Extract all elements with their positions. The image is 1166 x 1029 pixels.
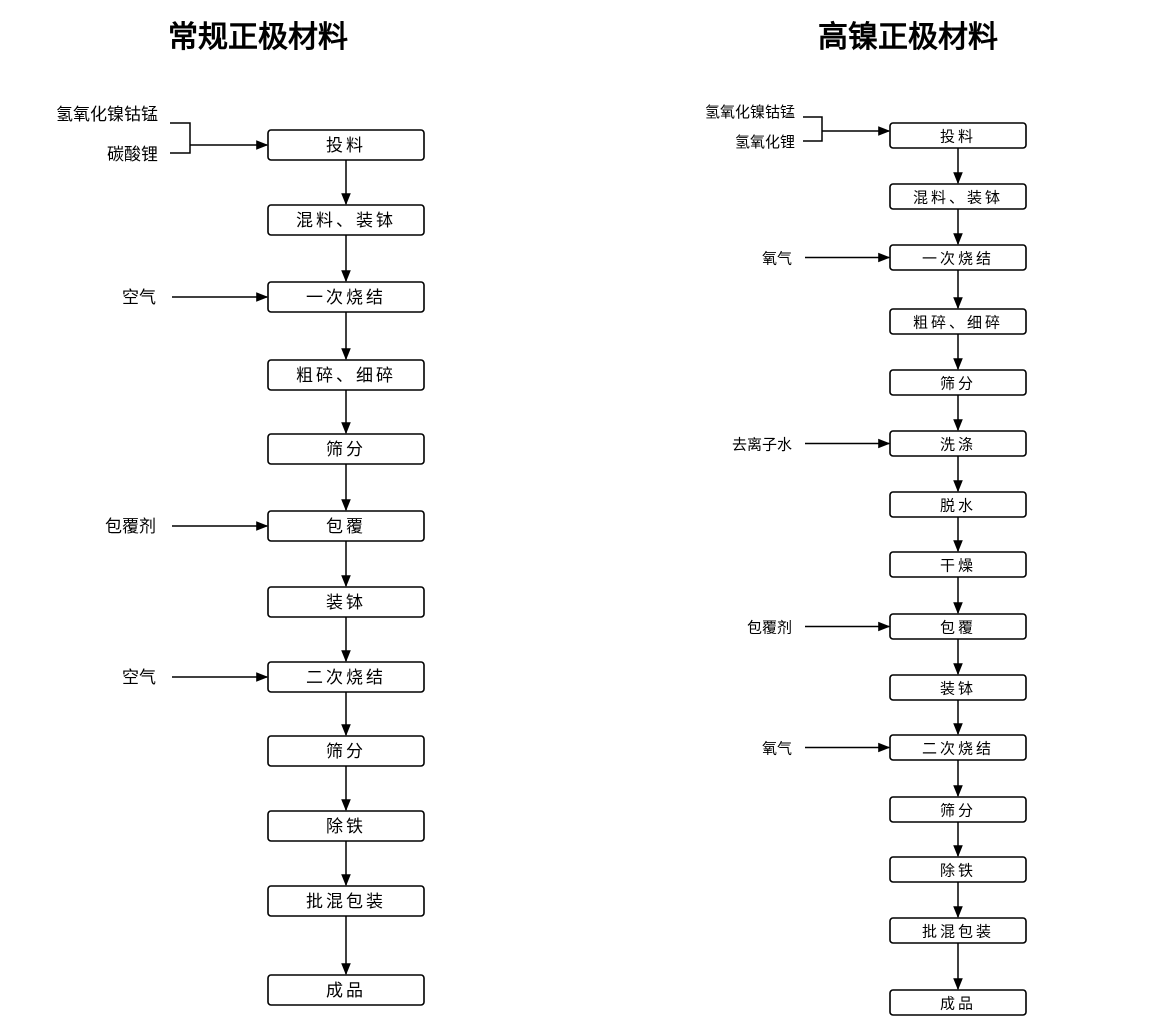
process-step-label: 脱水 — [940, 497, 976, 515]
raw-material-label: 氢氧化镍钴锰 — [56, 105, 158, 125]
process-step-label: 除铁 — [326, 817, 366, 837]
raw-material-label: 碳酸锂 — [107, 145, 158, 165]
process-step: 成品 — [889, 989, 1027, 1016]
process-step: 混料、装钵 — [889, 183, 1027, 210]
process-step: 粗碎、细碎 — [889, 308, 1027, 335]
process-step: 混料、装钵 — [267, 204, 425, 236]
process-step: 粗碎、细碎 — [267, 359, 425, 391]
process-step-label: 装钵 — [326, 593, 366, 613]
process-step: 筛分 — [889, 369, 1027, 396]
process-step: 除铁 — [889, 856, 1027, 883]
process-step: 包覆 — [889, 613, 1027, 640]
process-step: 干燥 — [889, 551, 1027, 578]
input-label: 氧气 — [762, 250, 792, 268]
process-step-label: 装钵 — [940, 680, 976, 698]
process-step-label: 批混包装 — [306, 892, 386, 912]
process-step-label: 一次烧结 — [922, 250, 994, 268]
process-step: 包覆 — [267, 510, 425, 542]
process-step-label: 一次烧结 — [306, 288, 386, 308]
process-step: 一次烧结 — [889, 244, 1027, 271]
process-step-label: 批混包装 — [922, 923, 994, 941]
process-step: 除铁 — [267, 810, 425, 842]
process-step: 筛分 — [889, 796, 1027, 823]
process-step-label: 混料、装钵 — [296, 211, 396, 231]
process-step-label: 筛分 — [940, 802, 976, 820]
process-step: 成品 — [267, 974, 425, 1006]
process-step: 二次烧结 — [889, 734, 1027, 761]
process-step-label: 筛分 — [326, 440, 366, 460]
process-step: 脱水 — [889, 491, 1027, 518]
process-step: 装钵 — [889, 674, 1027, 701]
process-step-label: 筛分 — [940, 375, 976, 393]
raw-material-label: 氢氧化镍钴锰 — [705, 103, 795, 121]
input-label: 空气 — [122, 668, 156, 688]
process-step-label: 洗涤 — [940, 436, 976, 454]
input-label: 去离子水 — [732, 436, 792, 454]
input-label: 氧气 — [762, 740, 792, 758]
process-step-label: 包覆 — [940, 619, 976, 637]
process-step-label: 二次烧结 — [922, 740, 994, 758]
left-title: 常规正极材料 — [168, 20, 348, 55]
input-label: 包覆剂 — [747, 619, 792, 637]
process-step-label: 成品 — [940, 995, 976, 1013]
conventional-cathode-flow: 投料混料、装钵一次烧结粗碎、细碎筛分包覆装钵二次烧结筛分除铁批混包装成品氢氧化镍… — [56, 105, 425, 1006]
raw-material-bracket — [803, 116, 823, 142]
process-step: 筛分 — [267, 433, 425, 465]
high-nickel-cathode-flow: 投料混料、装钵一次烧结粗碎、细碎筛分洗涤脱水干燥包覆装钵二次烧结筛分除铁批混包装… — [705, 103, 1027, 1016]
raw-material-label: 氢氧化锂 — [735, 133, 795, 151]
process-step: 二次烧结 — [267, 661, 425, 693]
input-label: 包覆剂 — [105, 517, 156, 537]
process-step-label: 投料 — [326, 136, 366, 156]
process-step-label: 筛分 — [326, 742, 366, 762]
process-step-label: 混料、装钵 — [913, 189, 1003, 207]
process-step: 洗涤 — [889, 430, 1027, 457]
right-title: 高镍正极材料 — [818, 20, 998, 55]
process-step-label: 成品 — [326, 981, 366, 1001]
process-step-label: 粗碎、细碎 — [913, 314, 1003, 332]
process-step-label: 包覆 — [326, 517, 366, 537]
process-step-label: 粗碎、细碎 — [296, 366, 396, 386]
process-step-label: 投料 — [940, 128, 976, 146]
process-step: 筛分 — [267, 735, 425, 767]
process-step: 批混包装 — [889, 917, 1027, 944]
input-label: 空气 — [122, 288, 156, 308]
process-step: 一次烧结 — [267, 281, 425, 313]
process-step-label: 干燥 — [940, 557, 976, 575]
process-step: 批混包装 — [267, 885, 425, 917]
process-step: 投料 — [889, 122, 1027, 149]
process-step: 投料 — [267, 129, 425, 161]
process-step-label: 除铁 — [940, 862, 976, 880]
raw-material-bracket — [170, 122, 191, 154]
process-step-label: 二次烧结 — [306, 668, 386, 688]
process-step: 装钵 — [267, 586, 425, 618]
